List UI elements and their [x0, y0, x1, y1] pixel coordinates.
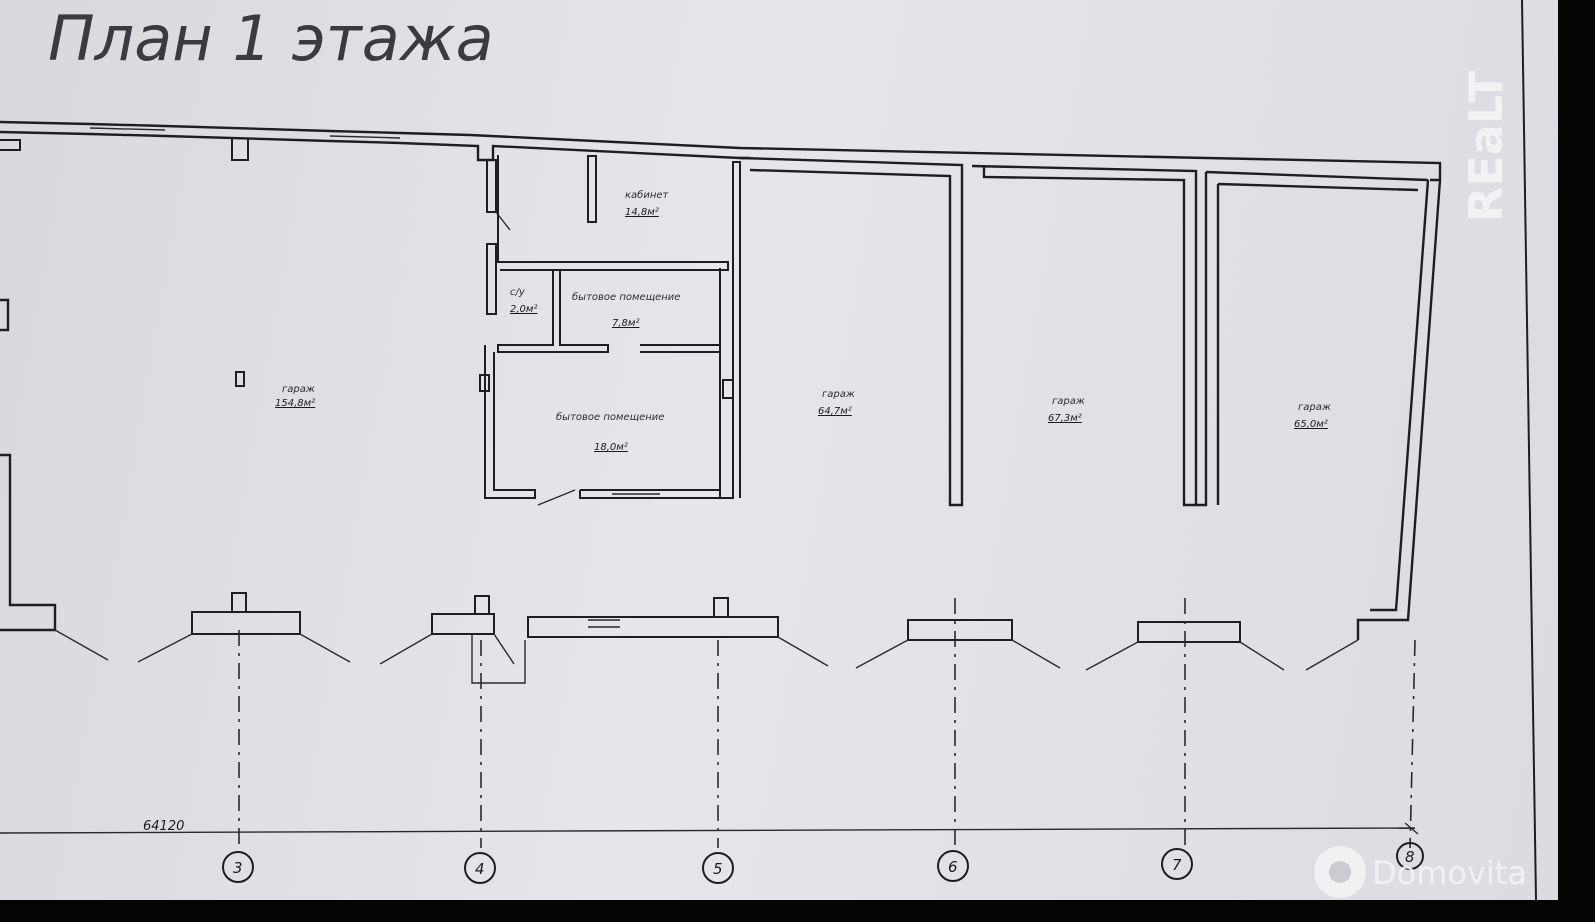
room-area-garage-1: 154,8м²: [275, 398, 315, 409]
outer-walls: [0, 120, 1442, 640]
floor-plan-drawing: План 1 этажа: [0, 0, 1537, 900]
room-area-office: 14,8м²: [625, 207, 659, 218]
room-name-garage-4: гараж: [1298, 402, 1331, 413]
realt-watermark: REaLT: [1459, 70, 1513, 222]
room-area-wc: 2,0м²: [510, 304, 537, 315]
room-area-garage-2: 64,7м²: [818, 406, 852, 417]
axis-label-6: 6: [948, 858, 958, 876]
room-area-utility-2: 18,0м²: [594, 442, 628, 453]
axis-label-3: 3: [233, 859, 243, 877]
room-name-utility-2: бытовое помещение: [556, 411, 664, 423]
axis-label-8: 8: [1405, 848, 1415, 866]
domovita-watermark-text: Domovita: [1372, 854, 1527, 892]
grid-axes: [0, 598, 1419, 849]
room-name-garage-1: гараж: [282, 384, 315, 395]
room-area-garage-4: 65,0м²: [1294, 419, 1328, 430]
utility-block-walls: [479, 155, 741, 506]
room-area-garage-3: 67,3м²: [1048, 413, 1082, 424]
axis-label-7: 7: [1172, 856, 1182, 874]
room-name-utility-1: бытовое помещение: [572, 291, 680, 303]
domovita-watermark: Domovita: [1314, 846, 1527, 898]
right-border: [1558, 0, 1595, 922]
floor-plan-sheet: План 1 этажа: [0, 0, 1558, 900]
plan-title: План 1 этажа: [48, 2, 494, 75]
room-labels: гараж 154,8м² кабинет 14,8м² с/у 2,0м² б…: [235, 189, 1331, 453]
overall-dimension: 64120: [143, 819, 184, 834]
room-name-garage-3: гараж: [1052, 396, 1085, 407]
axis-label-4: 4: [475, 860, 485, 878]
garage-partitions: [739, 156, 1429, 507]
bottom-border: [0, 900, 1595, 922]
axis-label-5: 5: [713, 860, 723, 878]
axis-markers: 3 4 5 6 7 8: [222, 842, 1424, 884]
front-wall-gates: [54, 592, 1359, 684]
room-name-garage-2: гараж: [822, 389, 855, 400]
room-name-office: кабинет: [625, 189, 670, 201]
room-name-wc: с/у: [510, 287, 526, 298]
room-area-utility-1: 7,8м²: [612, 318, 639, 329]
